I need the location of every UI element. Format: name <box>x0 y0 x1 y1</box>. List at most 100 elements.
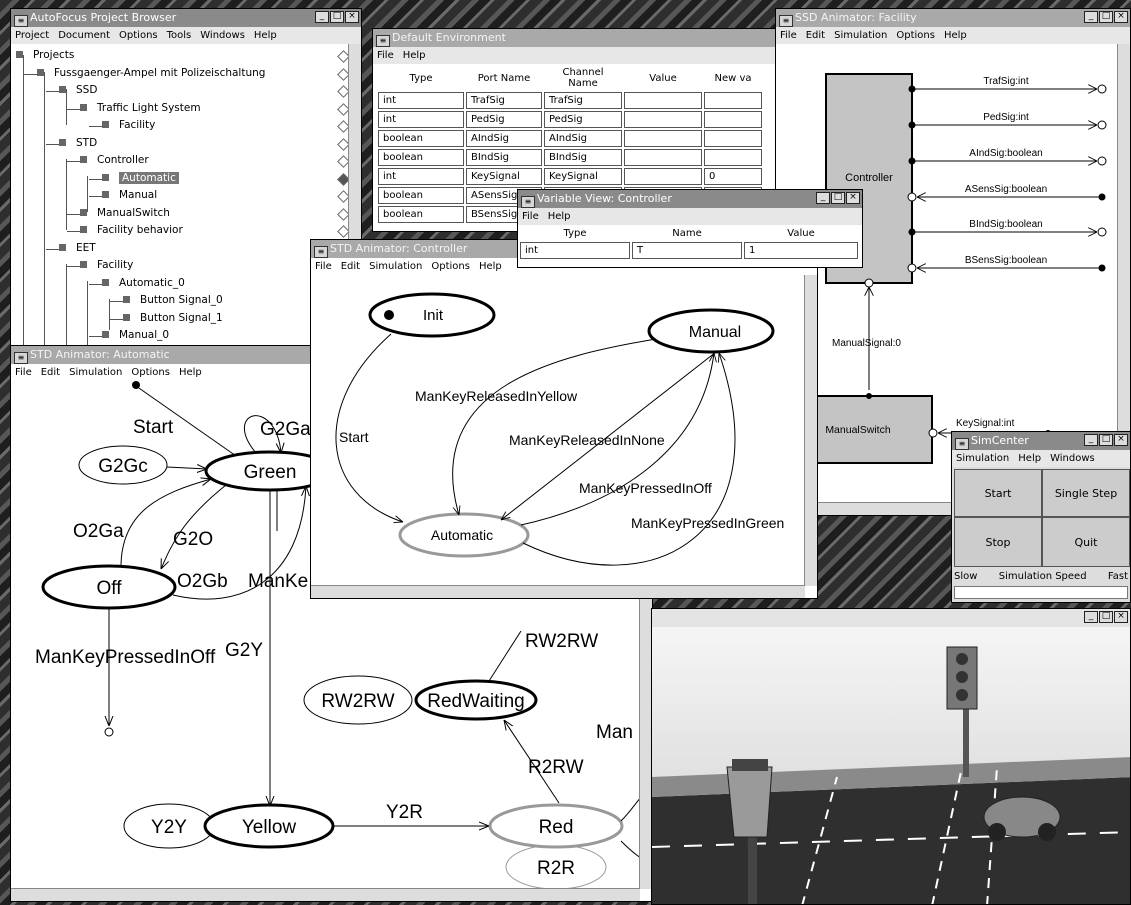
menu-file[interactable]: File <box>377 50 394 61</box>
menu-options[interactable]: Options <box>431 261 470 272</box>
column-header-type[interactable]: Type <box>409 72 433 84</box>
table-cell[interactable] <box>704 130 762 147</box>
tree-node[interactable]: Projects <box>16 49 74 61</box>
tree-node[interactable]: ManualSwitch <box>80 207 170 219</box>
tree-node[interactable]: EET <box>59 242 96 254</box>
maximize-button[interactable]: □ <box>1099 11 1113 23</box>
cell-name[interactable]: T <box>632 242 742 259</box>
tree-node[interactable]: Button Signal_1 <box>123 312 223 324</box>
table-cell[interactable] <box>624 149 702 166</box>
quit-button[interactable]: Quit <box>1042 517 1130 567</box>
column-header-new-value[interactable]: New va <box>714 72 752 84</box>
menu-windows[interactable]: Windows <box>1050 453 1095 464</box>
state-redwaiting[interactable] <box>414 679 538 721</box>
menu-file[interactable]: File <box>780 30 797 41</box>
table-cell[interactable]: PedSig <box>466 111 542 128</box>
state-automatic[interactable] <box>398 512 530 558</box>
menu-simulation[interactable]: Simulation <box>369 261 423 272</box>
tree-node[interactable]: STD <box>59 137 97 149</box>
minimize-button[interactable]: _ <box>1084 434 1098 446</box>
minimize-button[interactable]: _ <box>816 192 830 204</box>
menu-options[interactable]: Options <box>131 367 170 378</box>
table-cell[interactable]: TrafSig <box>544 92 622 109</box>
table-cell[interactable]: int <box>378 168 464 185</box>
menu-edit[interactable]: Edit <box>340 261 361 272</box>
table-cell[interactable] <box>704 149 762 166</box>
column-header-name[interactable]: Name <box>672 228 702 239</box>
maximize-button[interactable]: □ <box>831 192 845 204</box>
table-cell[interactable] <box>704 92 762 109</box>
table-cell[interactable]: int <box>378 92 464 109</box>
table-cell[interactable]: boolean <box>378 206 464 223</box>
minimize-button[interactable]: _ <box>315 11 329 23</box>
column-header-value[interactable]: Value <box>787 228 815 239</box>
table-cell[interactable] <box>704 111 762 128</box>
table-row[interactable]: int T 1 <box>520 242 858 259</box>
tree-node[interactable]: SSD <box>59 84 97 96</box>
column-header-channel-name[interactable]: Channel Name <box>562 67 604 89</box>
menu-help[interactable]: Help <box>1018 453 1042 464</box>
table-cell[interactable]: BIndSig <box>544 149 622 166</box>
menu-windows[interactable]: Windows <box>200 30 245 41</box>
menu-simulation[interactable]: Simulation <box>834 30 888 41</box>
tree-node[interactable]: Button Signal_0 <box>123 294 223 306</box>
menu-edit[interactable]: Edit <box>805 30 826 41</box>
table-cell[interactable]: boolean <box>378 149 464 166</box>
table-cell[interactable]: int <box>378 111 464 128</box>
horizontal-scrollbar[interactable] <box>11 888 640 901</box>
menu-help[interactable]: Help <box>253 30 277 41</box>
maximize-button[interactable]: □ <box>1099 434 1113 446</box>
table-cell[interactable] <box>624 130 702 147</box>
single-step-button[interactable]: Single Step <box>1042 469 1130 517</box>
tree-node[interactable]: Fussgaenger-Ampel mit Polizeischaltung <box>37 67 265 79</box>
tree-node[interactable]: Facility <box>102 119 155 131</box>
tree-node[interactable]: Traffic Light System <box>80 102 201 114</box>
menu-file[interactable]: File <box>522 211 539 222</box>
menu-tools[interactable]: Tools <box>166 30 192 41</box>
menu-options[interactable]: Options <box>896 30 935 41</box>
table-cell[interactable]: AIndSig <box>544 130 622 147</box>
table-cell[interactable]: KeySignal <box>466 168 542 185</box>
menu-help[interactable]: Help <box>547 211 571 222</box>
tree-node[interactable]: Automatic <box>102 171 179 184</box>
menu-help[interactable]: Help <box>943 30 967 41</box>
column-header-type[interactable]: Type <box>563 228 587 239</box>
table-cell[interactable]: AIndSig <box>466 130 542 147</box>
state-manual[interactable] <box>647 308 775 354</box>
table-cell[interactable] <box>624 92 702 109</box>
menu-help[interactable]: Help <box>478 261 502 272</box>
table-cell[interactable] <box>624 111 702 128</box>
column-header-value[interactable]: Value <box>649 72 677 84</box>
menu-options[interactable]: Options <box>119 30 158 41</box>
state-yellow[interactable] <box>203 803 335 849</box>
menu-simulation[interactable]: Simulation <box>69 367 123 378</box>
column-header-port-name[interactable]: Port Name <box>477 72 531 84</box>
menu-file[interactable]: File <box>315 261 332 272</box>
table-cell[interactable]: TrafSig <box>466 92 542 109</box>
close-button[interactable]: × <box>846 192 860 204</box>
menu-file[interactable]: File <box>15 367 32 378</box>
menu-help[interactable]: Help <box>178 367 202 378</box>
menu-help[interactable]: Help <box>402 50 426 61</box>
minimize-button[interactable]: _ <box>1084 611 1098 623</box>
tree-node[interactable]: Manual_0 <box>102 329 169 341</box>
stop-button[interactable]: Stop <box>954 517 1042 567</box>
table-cell[interactable]: PedSig <box>544 111 622 128</box>
table-cell[interactable]: boolean <box>378 130 464 147</box>
vertical-scrollbar[interactable] <box>1117 44 1130 503</box>
facility-view-window[interactable]: _□× <box>651 608 1131 905</box>
table-cell[interactable]: KeySignal <box>544 168 622 185</box>
tree-node[interactable]: Controller <box>80 154 149 166</box>
table-cell[interactable] <box>624 168 702 185</box>
close-button[interactable]: × <box>1114 434 1128 446</box>
title-bar[interactable]: ≡AutoFocus Project Browser _□× <box>11 9 361 27</box>
menu-project[interactable]: Project <box>15 30 50 41</box>
